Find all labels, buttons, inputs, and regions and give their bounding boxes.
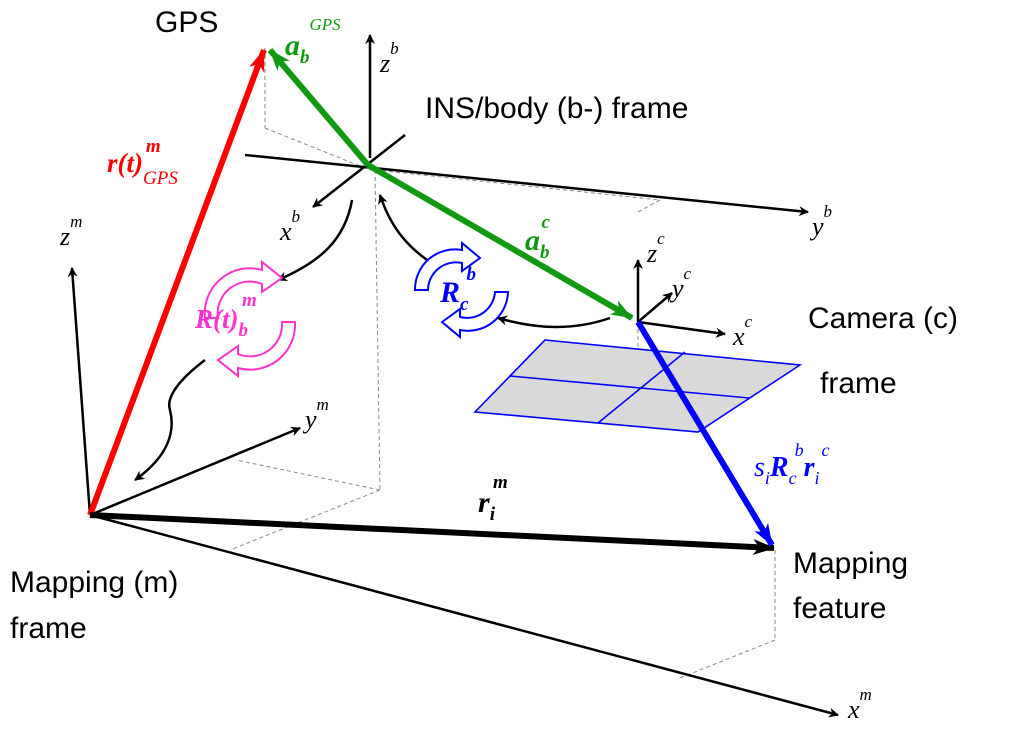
- zb-label: z: [379, 49, 390, 78]
- svg-text:zc: zc: [646, 229, 665, 268]
- mapping-feature-vector: [89, 512, 775, 555]
- rotation-camera-body-icon: [413, 240, 510, 340]
- main-vectors: [87, 48, 775, 555]
- rotation-mapping-body-icon: [203, 259, 297, 379]
- svg-text:zm: zm: [59, 212, 82, 251]
- svg-text:xm: xm: [847, 685, 872, 724]
- camera-frame-label: frame: [820, 367, 897, 400]
- yc-label: y: [669, 274, 684, 303]
- svg-text:ym: ym: [302, 395, 329, 434]
- camera-lever-arm-vector: [366, 162, 634, 321]
- r-t-gps-label: r(t)GPSm: [107, 136, 178, 189]
- axis-labels: zb xb yb zc yc xc zm ym xm: [59, 39, 872, 724]
- gps-label: GPS: [155, 6, 218, 39]
- ym-label: y: [302, 405, 317, 434]
- zc-label: z: [646, 239, 657, 268]
- xm-label: x: [847, 695, 860, 724]
- camera-label: Camera (c): [808, 302, 958, 335]
- yb-label: y: [809, 212, 824, 241]
- gps-lever-arm-vector: [267, 48, 371, 167]
- a-b-gps-label: abGPS: [285, 15, 341, 68]
- mapping-feature-label-line2: feature: [793, 592, 886, 625]
- mapping-frame-axes: [67, 267, 839, 718]
- zm-label: z: [59, 222, 70, 251]
- svg-text:yc: yc: [669, 264, 692, 303]
- svg-text:yb: yb: [809, 202, 832, 241]
- r-i-m-label: rim: [478, 472, 508, 525]
- flow-arrows: [134, 194, 611, 482]
- camera-frame-axes: [633, 259, 726, 338]
- R-t-b-m-label: R(t)bm: [194, 290, 257, 341]
- body-frame-axes: [244, 34, 809, 217]
- gps-position-vector: [87, 48, 267, 517]
- svg-text:xc: xc: [732, 312, 753, 351]
- xc-label: x: [732, 322, 745, 351]
- a-b-c-label: abc: [525, 212, 551, 263]
- ins-body-frame-label: INS/body (b-) frame: [425, 92, 688, 125]
- mapping-frame-label-line2: frame: [10, 612, 87, 645]
- image-plane: [473, 339, 803, 433]
- svg-text:xb: xb: [279, 207, 300, 246]
- xb-label: x: [279, 217, 292, 246]
- svg-text:zb: zb: [379, 39, 399, 78]
- camera-ray-vector: [635, 320, 775, 547]
- mapping-frame-label: Mapping (m): [10, 566, 178, 599]
- R-c-b-label: Rcb: [439, 264, 476, 315]
- mapping-feature-label: Mapping: [793, 547, 908, 580]
- s-R-r-label: siRcbric: [754, 440, 830, 488]
